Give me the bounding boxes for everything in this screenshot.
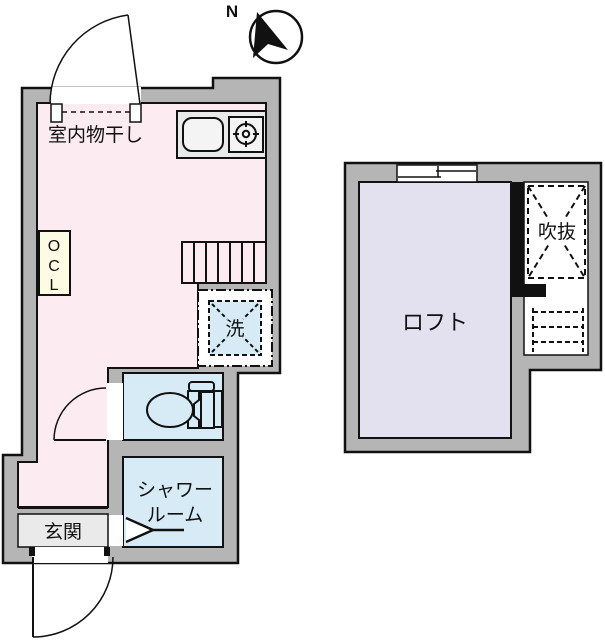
entrance-door-arc [32, 556, 114, 638]
closet-ocl: O C L [38, 230, 71, 296]
loft-divider-wall-nub [524, 284, 546, 297]
sink-icon [182, 117, 224, 152]
void-label: 吹抜 [538, 221, 576, 243]
folding-door-icon [108, 515, 184, 546]
loft-label: ロフト [402, 310, 468, 335]
entrance-area: 玄関 [17, 507, 109, 548]
void-shaft [523, 181, 589, 356]
top-door-arc [49, 14, 129, 105]
loft-floor-plan: 吹抜 ロフト [343, 161, 603, 454]
toilet-door-arc [53, 387, 107, 441]
closet-letter-l: L [50, 277, 59, 294]
shower-label-line2: ルーム [147, 505, 203, 526]
closet-letter-c: C [48, 258, 60, 275]
washer-label: 洗 [225, 318, 244, 340]
compass: N [226, 2, 304, 65]
toilet-icon [146, 381, 223, 429]
shower-room: シャワー ルーム [108, 456, 224, 548]
loft-divider-wall [511, 182, 524, 297]
washer-space: 洗 [197, 289, 273, 367]
entrance-label: 玄関 [44, 521, 82, 543]
toilet-door [53, 383, 123, 441]
main-floor-plan: 洗 シャワー ルーム [1, 14, 282, 638]
top-door-leaf [127, 14, 141, 105]
stove-burner-icon [228, 116, 264, 153]
entrance-door [29, 547, 114, 638]
loft-window-icon [396, 164, 478, 183]
closet-letter-o: O [48, 238, 60, 255]
ladder-icon [532, 308, 584, 352]
kitchen-counter [176, 110, 267, 159]
compass-north-label: N [226, 2, 238, 21]
drying-window [49, 14, 142, 123]
compass-needle-icon [253, 12, 288, 58]
stairs [181, 241, 267, 284]
toilet-room [53, 372, 224, 441]
shower-label-line1: シャワー [137, 480, 213, 501]
drying-label: 室内物干し [48, 124, 143, 146]
void-area: 吹抜 [527, 185, 586, 279]
main-room [17, 102, 267, 508]
